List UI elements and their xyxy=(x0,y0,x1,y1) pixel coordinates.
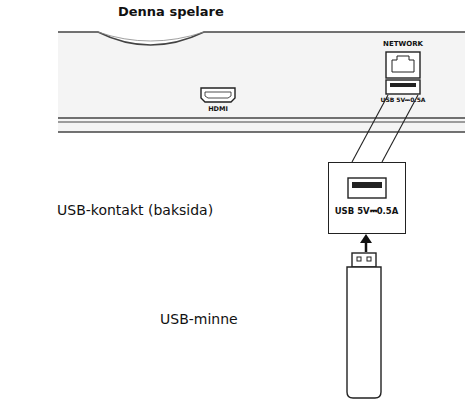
usb-port-closeup xyxy=(347,177,387,199)
usb-plug-hole xyxy=(357,257,361,261)
usb-port xyxy=(386,80,420,94)
panel-curve xyxy=(98,32,204,41)
connector-closeup: USB 5V⎓0.5A xyxy=(328,162,406,234)
port-label: HDMI xyxy=(208,106,228,113)
usb-plug-hole xyxy=(367,257,371,261)
leader-line xyxy=(352,95,388,162)
port-label: NETWORK xyxy=(383,40,423,48)
port-rating: USB 5V⎓0.5A xyxy=(335,207,399,217)
ethernet-port xyxy=(386,52,420,78)
usb-stick-plug xyxy=(352,253,376,267)
insert-arrow xyxy=(365,242,368,252)
usb-stick-body xyxy=(347,267,381,398)
leader-line xyxy=(382,95,418,162)
hdmi-port-inner xyxy=(205,92,231,98)
callout-label: USB-minne xyxy=(160,311,238,327)
panel-edge xyxy=(58,131,465,132)
ethernet-socket xyxy=(392,56,414,72)
hdmi-port xyxy=(201,88,235,102)
usb-tongue xyxy=(390,83,416,87)
callout-label: USB-kontakt (baksida) xyxy=(57,202,213,218)
diagram-title: Denna spelare xyxy=(118,5,224,20)
panel-ground xyxy=(58,32,465,132)
port-rating: USB 5V⎓0.5A xyxy=(381,97,426,104)
panel-edge xyxy=(58,117,465,118)
insert-arrowhead xyxy=(360,234,372,243)
